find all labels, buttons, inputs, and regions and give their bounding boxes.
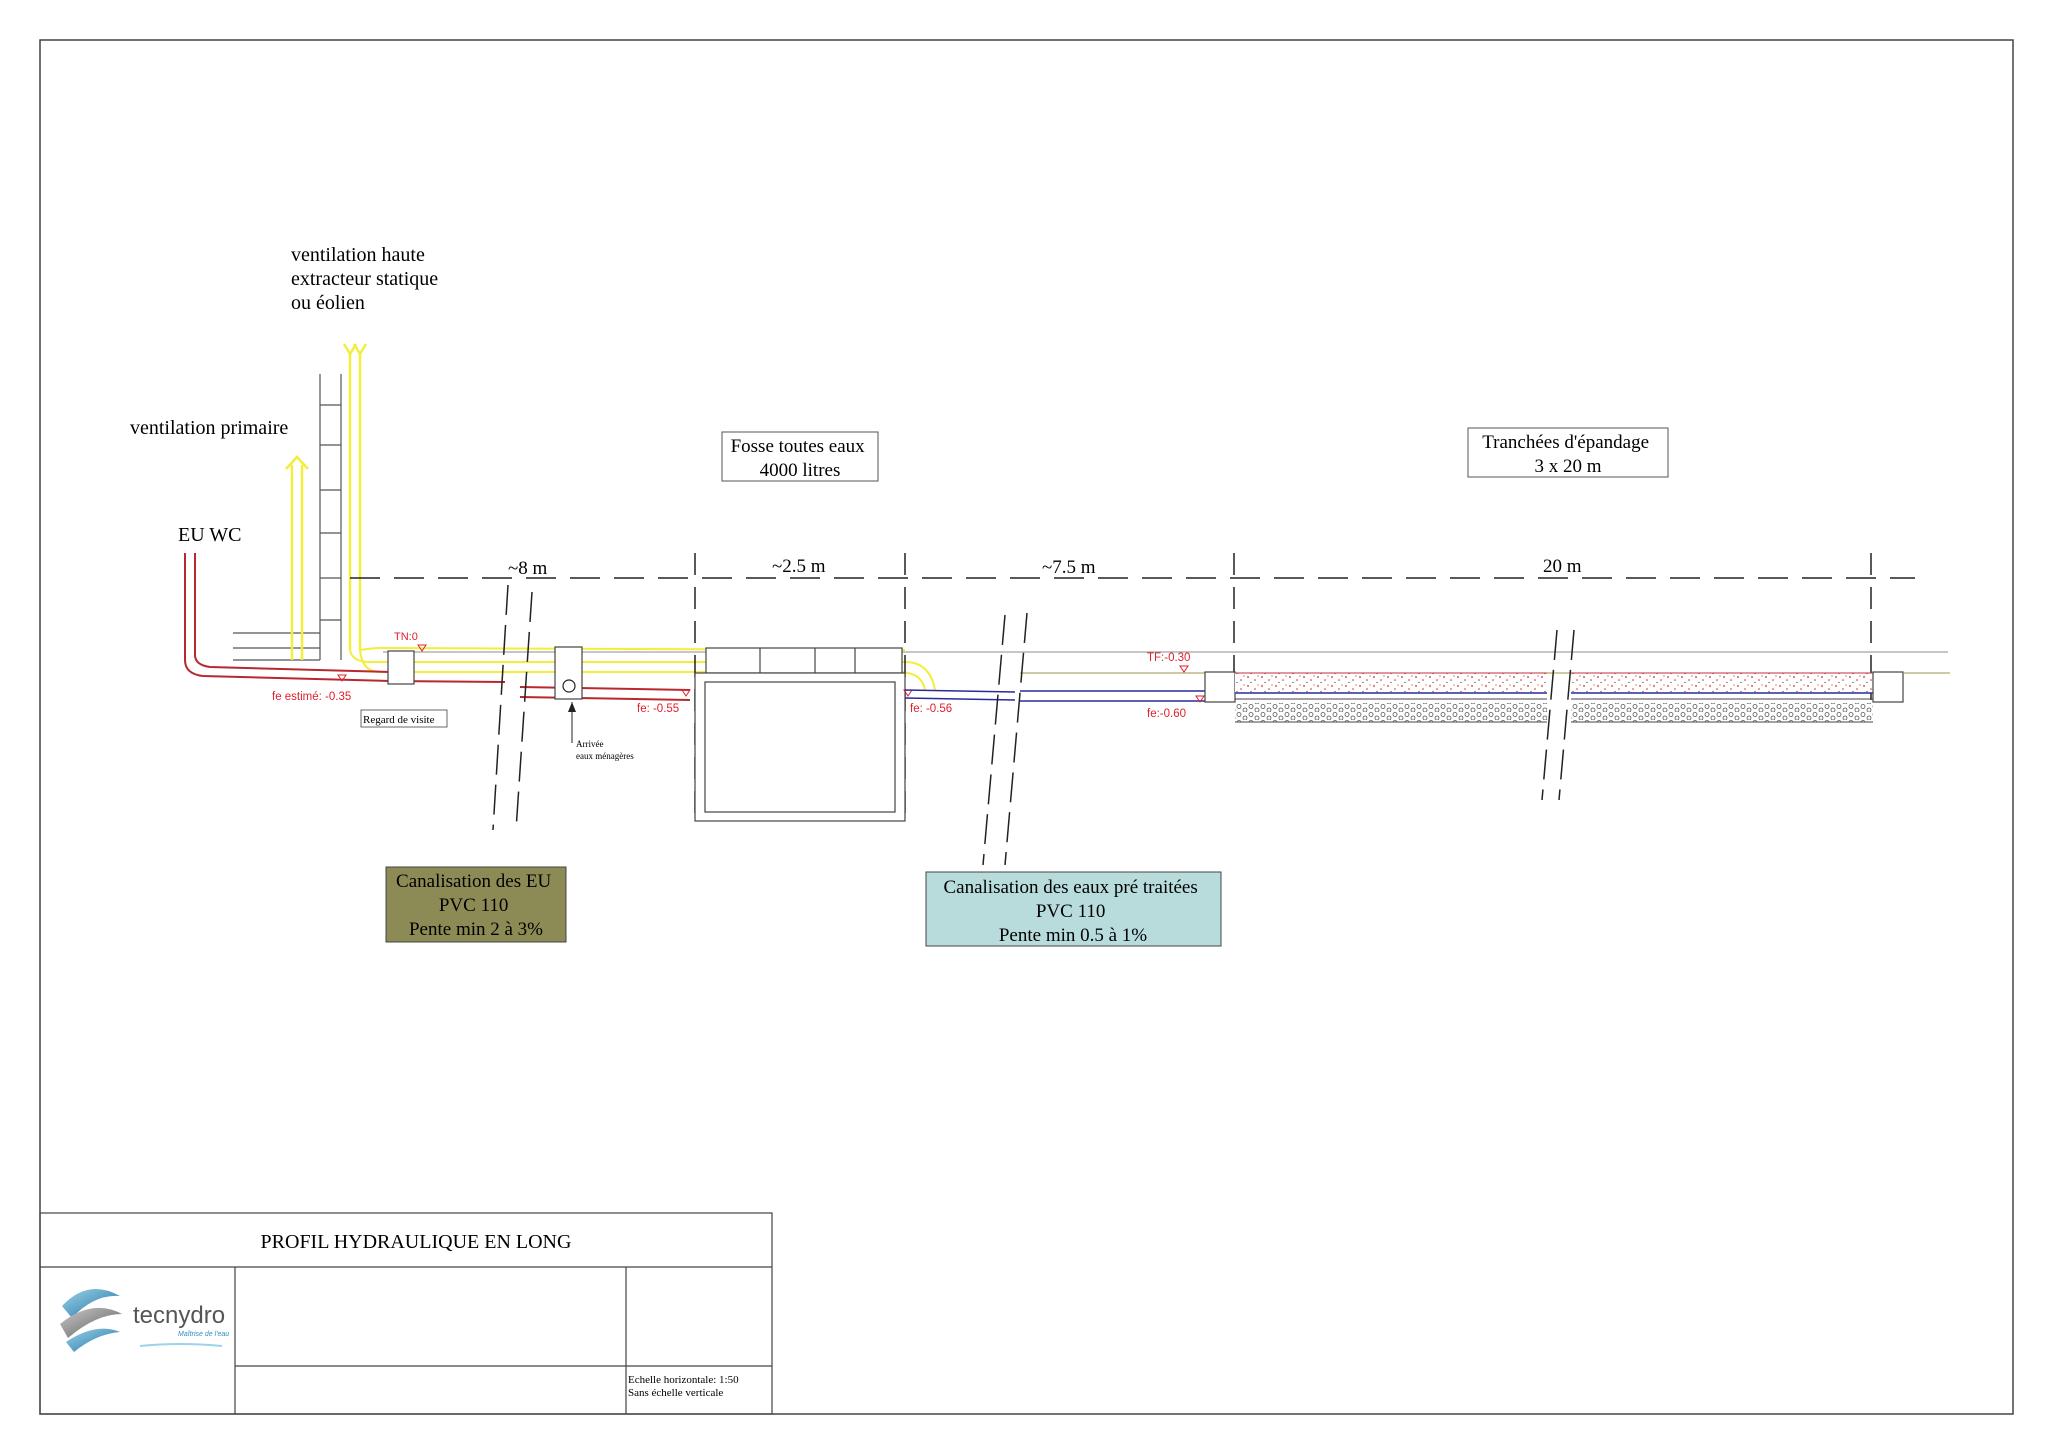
regard-de-visite: [387, 650, 415, 685]
distribution-box: [1204, 671, 1236, 703]
fe3-level: fe:-0.60: [1147, 708, 1186, 720]
house-wall: [233, 374, 342, 661]
title-block-title: PROFIL HYDRAULIQUE EN LONG: [261, 1231, 572, 1253]
regard-label: Regard de visite: [363, 714, 435, 726]
pretreated-pipe: [904, 689, 1210, 702]
spreading-trench: [1235, 671, 1950, 723]
distance-8m: ~8 m: [508, 558, 548, 579]
arrow-up-icon: [568, 702, 576, 712]
fe2-level: fe: -0.56: [910, 703, 952, 715]
fosse-tank: [694, 647, 906, 822]
fe1-marker: [681, 689, 691, 697]
distance-7-5m: ~7.5 m: [1042, 557, 1096, 578]
title-block: [39, 1212, 773, 1415]
canalisation-eu-callout: [385, 866, 567, 943]
distance-2-5m: ~2.5 m: [772, 556, 826, 577]
arrivee-label: Arrivée eaux ménagères: [576, 739, 634, 761]
scale-note: Echelle horizontale: 1:50 Sans échelle v…: [628, 1374, 741, 1399]
ventilation-haute-pipe: [342, 343, 368, 650]
fe-estime-level: fe estimé: -0.35: [272, 691, 351, 703]
fosse-label-box: [721, 431, 879, 482]
tn-marker: [417, 644, 427, 652]
tranchees-label: Tranchées d'épandage 3 x 20 m: [1482, 432, 1654, 477]
regard-label-box: [360, 709, 448, 728]
logo-tagline: Maîtrise de l'eau: [178, 1331, 229, 1338]
eu-wc-label: EU WC: [178, 524, 242, 546]
canalisation-eu-text: Canalisation des EU PVC 110 Pente min 2 …: [396, 871, 556, 940]
eu-pipe: [184, 553, 691, 701]
canalisation-pt-text: Canalisation des eaux pré traitées PVC 1…: [943, 877, 1202, 946]
break-lines-1: [492, 584, 533, 831]
canalisation-pt-callout: [925, 871, 1222, 947]
fe-estime-marker: [337, 674, 347, 682]
ventilation-primaire-pipe: [285, 455, 309, 660]
distance-20m: 20 m: [1543, 556, 1582, 577]
ventilation-primaire-label: ventilation primaire: [130, 417, 288, 439]
break-lines-2: [982, 612, 1028, 866]
sheet-border: [39, 39, 2014, 1415]
tranchees-label-box: [1467, 427, 1669, 478]
break-lines-3: [1541, 629, 1575, 801]
fe1-level: fe: -0.55: [637, 703, 679, 715]
tf-level: TF:-0.30: [1147, 652, 1190, 664]
logo-swirl-icon: [62, 1288, 120, 1318]
fe3-marker: [1195, 695, 1205, 703]
logo-text: tecnydro: [133, 1302, 225, 1329]
arrivee-inlet-icon: [562, 679, 576, 693]
fosse-label: Fosse toutes eaux 4000 litres: [731, 436, 870, 481]
ventilation-haute-label: ventilation haute extracteur statique ou…: [291, 244, 443, 314]
tf-marker: [1179, 665, 1189, 673]
tn-level: TN:0: [394, 631, 418, 643]
tecnydro-logo: tecnydro Maîtrise de l'eau: [60, 1288, 229, 1352]
ventilation-line: [349, 646, 936, 691]
